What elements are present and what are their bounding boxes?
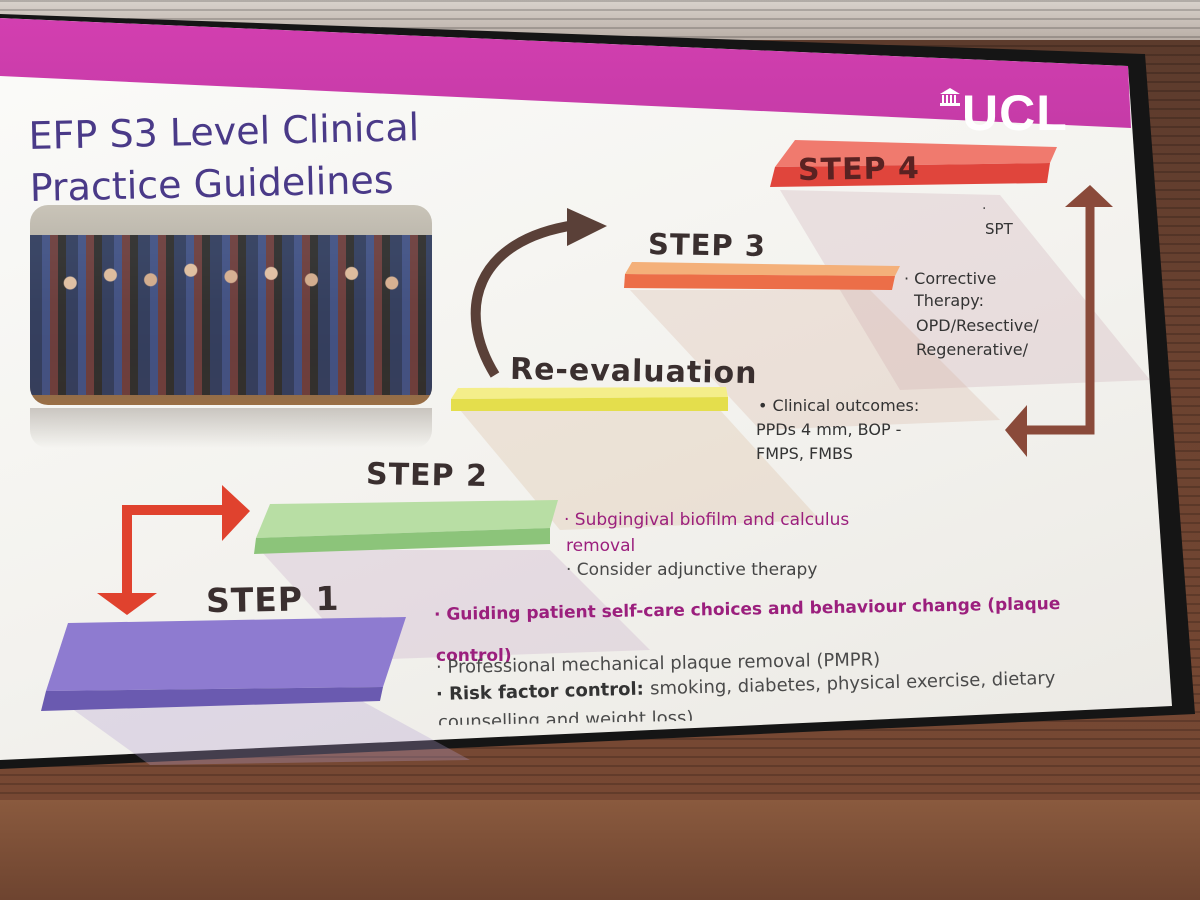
step3-bullet-1: · Corrective	[904, 269, 997, 288]
step2-bullet-2-prefix: · Consider	[566, 560, 658, 580]
group-photo	[30, 205, 432, 405]
group-photo-reflection	[30, 408, 432, 448]
reevaluation-bullet-3: FMPS, FMBS	[756, 444, 853, 463]
ucl-portico-icon	[940, 88, 960, 106]
step1-bullet-1-cont: control)	[436, 646, 512, 666]
group-photo-people	[30, 235, 432, 395]
step3-slab	[624, 262, 900, 290]
reevaluation-to-step3-curved-arrow	[470, 208, 607, 378]
step4-text: SPT	[985, 220, 1013, 238]
reevaluation-bullet-2: PPDs 4 mm, BOP -	[756, 420, 902, 439]
step1-bullet-3-bold: · Risk factor control:	[435, 678, 651, 705]
step2-bullet-2: · Consider adjunctive therapy	[566, 559, 817, 581]
step4-label: STEP 4	[797, 150, 921, 189]
step2-bullet-2-rest: adjunctive therapy	[657, 560, 818, 580]
step4-step3-return-arrow	[1005, 185, 1113, 457]
reevaluation-bullet-1: • Clinical outcomes:	[758, 396, 920, 415]
step2-bullet-1-cont: removal	[566, 536, 636, 556]
step1-slab	[41, 617, 406, 711]
step4-bullet-marker: ·	[982, 201, 987, 217]
lecture-hall-floor	[0, 800, 1200, 900]
ucl-logo: UCL	[962, 85, 1068, 141]
step3-label: STEP 3	[647, 226, 767, 264]
step3-bullet-3: OPD/Resective/	[916, 316, 1039, 335]
step2-bullet-1: · Subgingival biofilm and calculus	[564, 510, 850, 530]
reevaluation-slab	[451, 387, 728, 411]
step3-bullet-2: Therapy:	[914, 291, 984, 310]
step3-bullet-4: Regenerative/	[916, 340, 1029, 359]
step2-slab	[254, 500, 558, 554]
step2-label: STEP 2	[365, 456, 489, 495]
step1-to-step2-arrow	[97, 485, 250, 615]
step4-slab	[770, 140, 1057, 187]
